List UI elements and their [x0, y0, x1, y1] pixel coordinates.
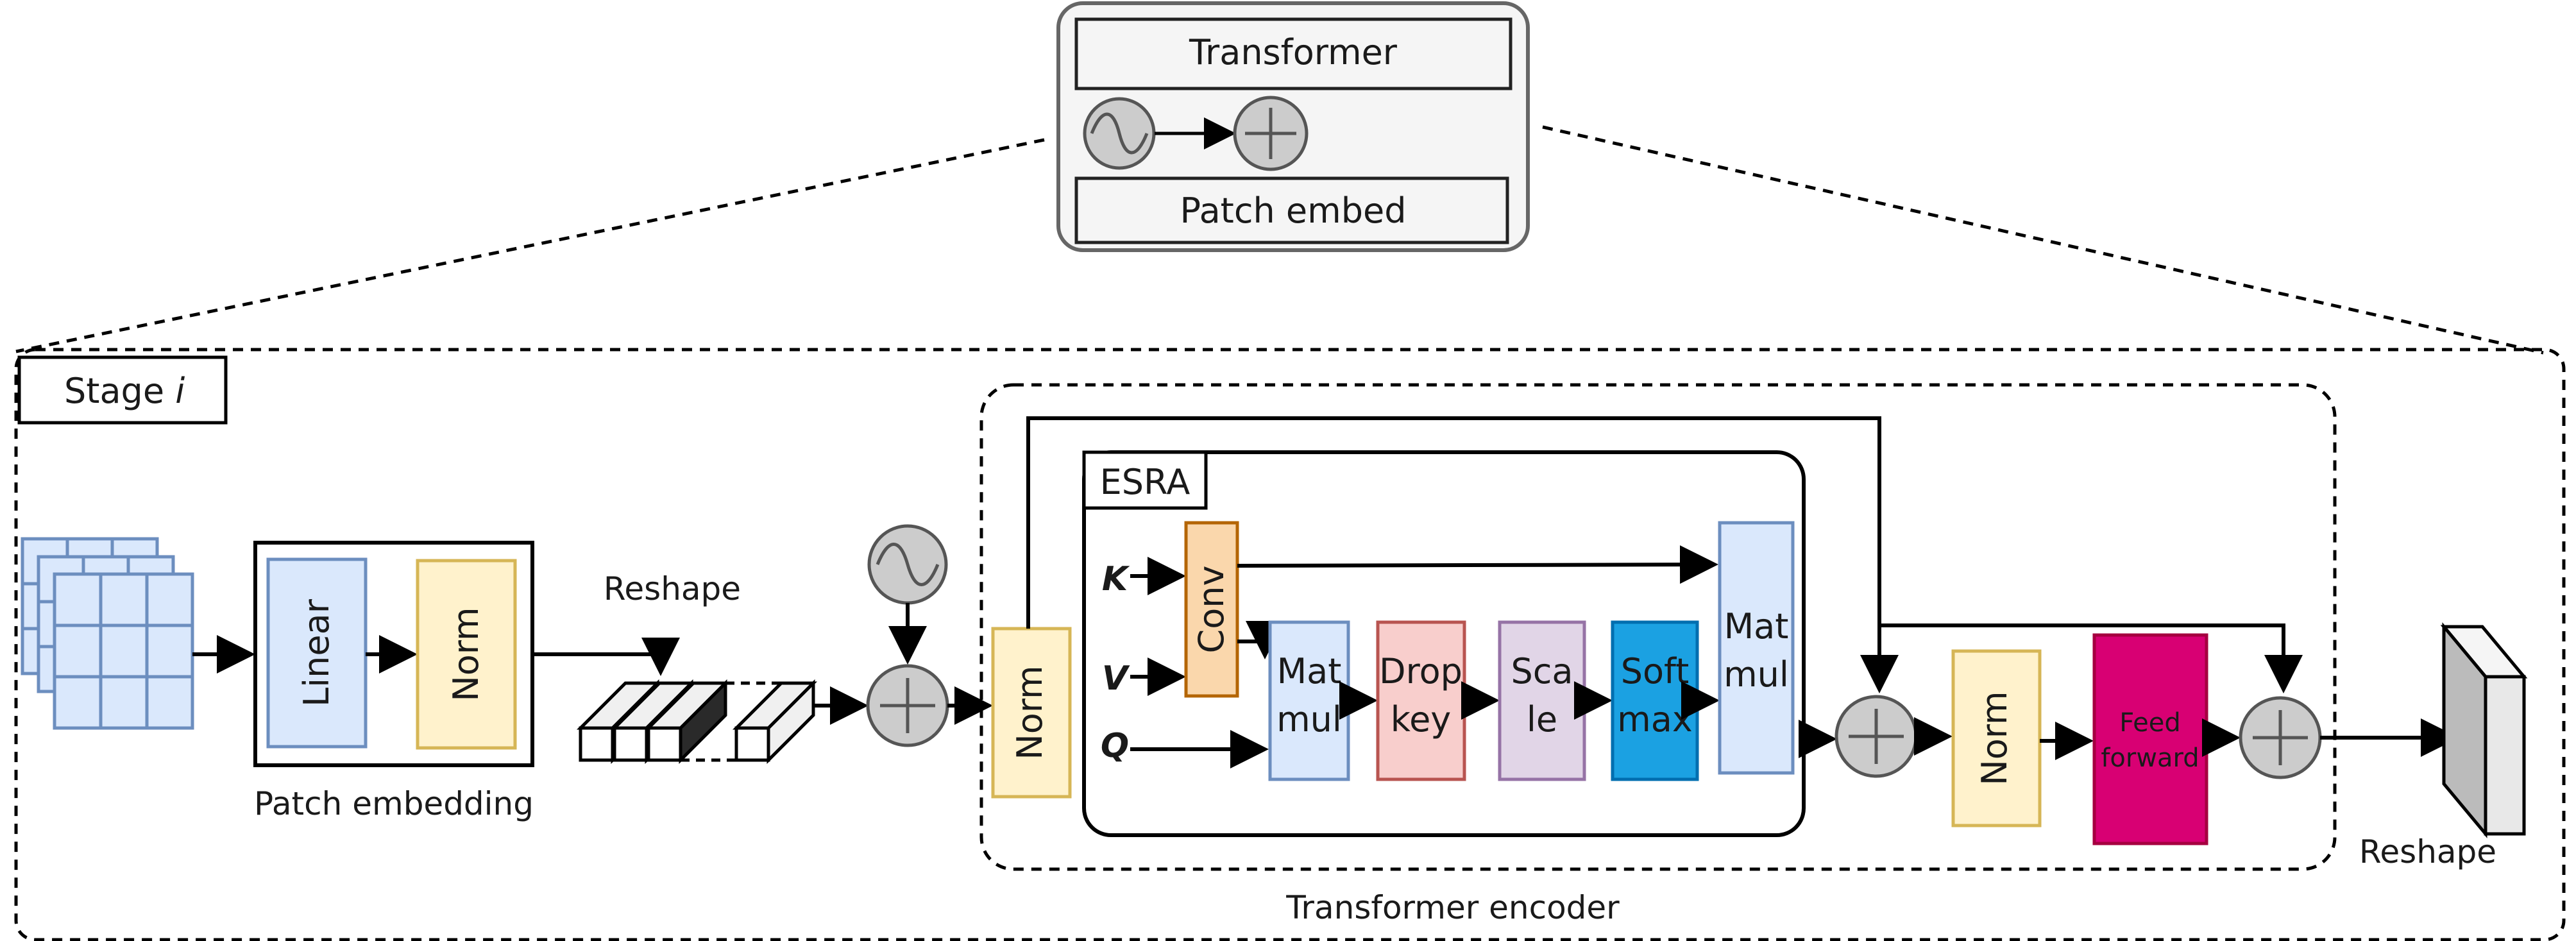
residual-connection-2: [1879, 623, 2303, 693]
linear-label: Linear: [296, 598, 337, 707]
encoder-norm2-block: [1951, 649, 2042, 827]
matmul1-label-line1: Mat: [1277, 651, 1342, 691]
encoder-norm2-label: Norm: [1974, 691, 2015, 785]
matmul1-block: [1268, 620, 1350, 781]
patch-embedding-caption: Patch embedding: [254, 785, 534, 822]
value-input-label: V: [1102, 659, 1130, 698]
scale-block: [1498, 620, 1586, 781]
feed-forward-label-line2: forward: [2101, 743, 2199, 773]
conv-to-matmul1-arrow: [1237, 621, 1284, 659]
dropkey-label-line1: Drop: [1379, 651, 1462, 691]
softmax-label-line1: Soft: [1621, 651, 1690, 691]
matmul1-label-line2: mul: [1276, 699, 1342, 740]
reshape-arrow: [532, 638, 680, 676]
zoom-line-right: [1542, 125, 2544, 355]
transformer-encoder-caption: Transformer encoder: [1285, 889, 1620, 926]
positional-encoding-icon: [1083, 97, 1156, 170]
add-icon-residual2: [2239, 696, 2322, 779]
reshape-in-label: Reshape: [604, 570, 741, 607]
esra-title-box: [1082, 450, 1208, 510]
patch-embed-box: [1074, 176, 1509, 244]
positional-encoding-icon-main: [867, 524, 948, 605]
transformer-title-box: [1074, 17, 1513, 90]
linear-block: [266, 557, 368, 749]
feed-forward-block: [2092, 633, 2208, 845]
patch-embed-label: Patch embed: [1180, 191, 1406, 231]
token-sequence-icon: [576, 679, 818, 765]
transformer-title: Transformer: [1189, 32, 1398, 72]
stage-frame: [14, 348, 2566, 941]
input-patches-icon: [21, 537, 194, 730]
key-input-label: K: [1102, 560, 1130, 598]
conv-label: Conv: [1191, 566, 1232, 654]
matmul2-label-line2: mul: [1724, 654, 1789, 695]
query-input-label: Q: [1101, 727, 1129, 765]
matmul2-label-line1: Mat: [1724, 606, 1789, 647]
stage-label: Stage i: [64, 371, 185, 411]
scale-label-line1: Sca: [1511, 651, 1573, 691]
transformer-panel: Transformer Patch embed: [1056, 1, 1530, 252]
transformer-encoder-frame: [979, 383, 2337, 871]
patch-norm-label: Norm: [446, 607, 486, 701]
zoom-line-left: [15, 138, 1045, 353]
add-icon: [1233, 96, 1309, 171]
feed-forward-label-line1: Feed: [2119, 708, 2180, 738]
patch-norm-block: [416, 559, 517, 750]
esra-title: ESRA: [1100, 462, 1191, 502]
encoder-norm1-block: [991, 627, 1072, 799]
output-feature-map-icon: [2440, 622, 2528, 838]
dropkey-label-line2: key: [1391, 699, 1452, 740]
softmax-label-line2: max: [1617, 699, 1693, 740]
add-icon-residual1: [1835, 695, 1918, 778]
conv-block: [1184, 521, 1239, 698]
reshape-out-label: Reshape: [2359, 833, 2496, 870]
conv-to-matmul2-arrow: [1237, 545, 1718, 584]
residual-connection-1: [1026, 416, 1899, 693]
add-icon-pos: [866, 664, 949, 747]
stage-label-box: [17, 355, 228, 425]
encoder-norm1-label: Norm: [1010, 665, 1050, 759]
matmul2-block: [1718, 521, 1795, 775]
scale-label-line2: le: [1527, 699, 1557, 740]
